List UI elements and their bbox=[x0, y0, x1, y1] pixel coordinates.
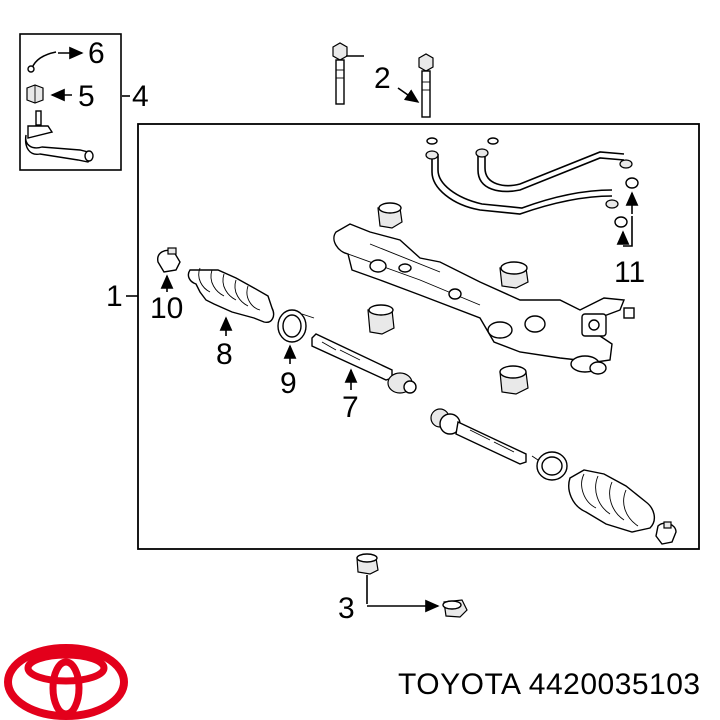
part-number: 4420035103 bbox=[528, 668, 701, 701]
part-caption: TOYOTA 4420035103 bbox=[398, 668, 701, 702]
callout-1: 1 bbox=[106, 280, 123, 313]
callout-6: 6 bbox=[88, 37, 105, 70]
callout-4: 4 bbox=[132, 80, 149, 113]
boot-band-part bbox=[277, 309, 315, 364]
callout-9: 9 bbox=[280, 367, 297, 400]
brand-name: TOYOTA bbox=[398, 668, 520, 701]
tie-rod-part bbox=[430, 408, 527, 465]
callout-3: 3 bbox=[338, 592, 355, 625]
tie-rod-end-part bbox=[24, 95, 130, 163]
boot-clamp-part bbox=[655, 521, 677, 545]
tie-rod-part bbox=[311, 333, 417, 394]
callout-8: 8 bbox=[216, 338, 233, 371]
main-assembly-frame bbox=[137, 123, 700, 550]
callout-7: 7 bbox=[342, 391, 359, 424]
castle-nut-part bbox=[26, 84, 72, 104]
callout-10: 10 bbox=[150, 292, 183, 325]
callout-5: 5 bbox=[78, 80, 95, 113]
rack-housing-part bbox=[333, 223, 635, 375]
mounting-bolt-part bbox=[332, 42, 364, 105]
rack-boot-part bbox=[187, 267, 275, 336]
boot-band-part bbox=[531, 451, 568, 481]
toyota-logo bbox=[4, 644, 128, 720]
cotter-pin-part bbox=[27, 46, 84, 73]
callout-11: 11 bbox=[614, 256, 645, 289]
rack-bushing-part bbox=[356, 553, 468, 618]
tie-rod-end-frame bbox=[19, 33, 122, 171]
boot-clamp-part bbox=[157, 247, 181, 292]
hydraulic-tube-part bbox=[425, 137, 639, 247]
callout-2: 2 bbox=[374, 62, 391, 95]
housing-bushing-part bbox=[367, 202, 529, 395]
rack-boot-part bbox=[568, 469, 656, 533]
mounting-bolt-part bbox=[397, 53, 434, 118]
